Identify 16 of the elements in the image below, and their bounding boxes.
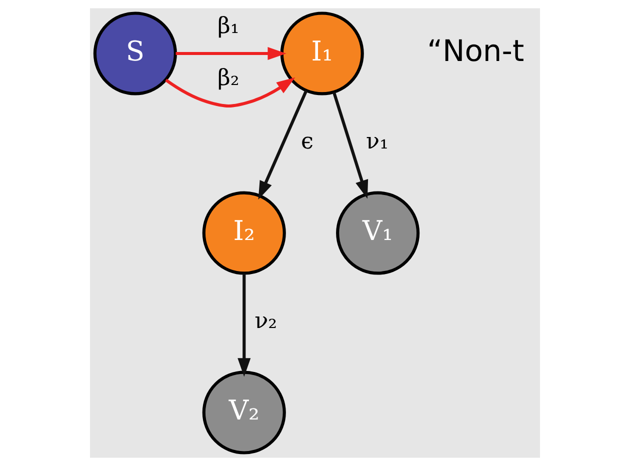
edge-label: ν₁ [366, 128, 389, 155]
arrow [238, 274, 251, 377]
edge-label: β₁ [218, 12, 240, 39]
label: “Non-t [427, 34, 524, 70]
node-circle: V₂ [202, 370, 286, 454]
arrow [332, 92, 368, 199]
node-circle: S [93, 12, 177, 96]
edge-label: β₂ [218, 64, 240, 91]
edge-label: ϵ [301, 128, 314, 155]
arrow [258, 90, 308, 200]
node-circle: I₂ [202, 191, 286, 275]
node-circle: I₁ [280, 12, 364, 96]
arrow [165, 77, 296, 108]
arrow [176, 46, 286, 60]
edge-label: ν₂ [254, 308, 278, 334]
node-circle: V₁ [336, 191, 420, 275]
